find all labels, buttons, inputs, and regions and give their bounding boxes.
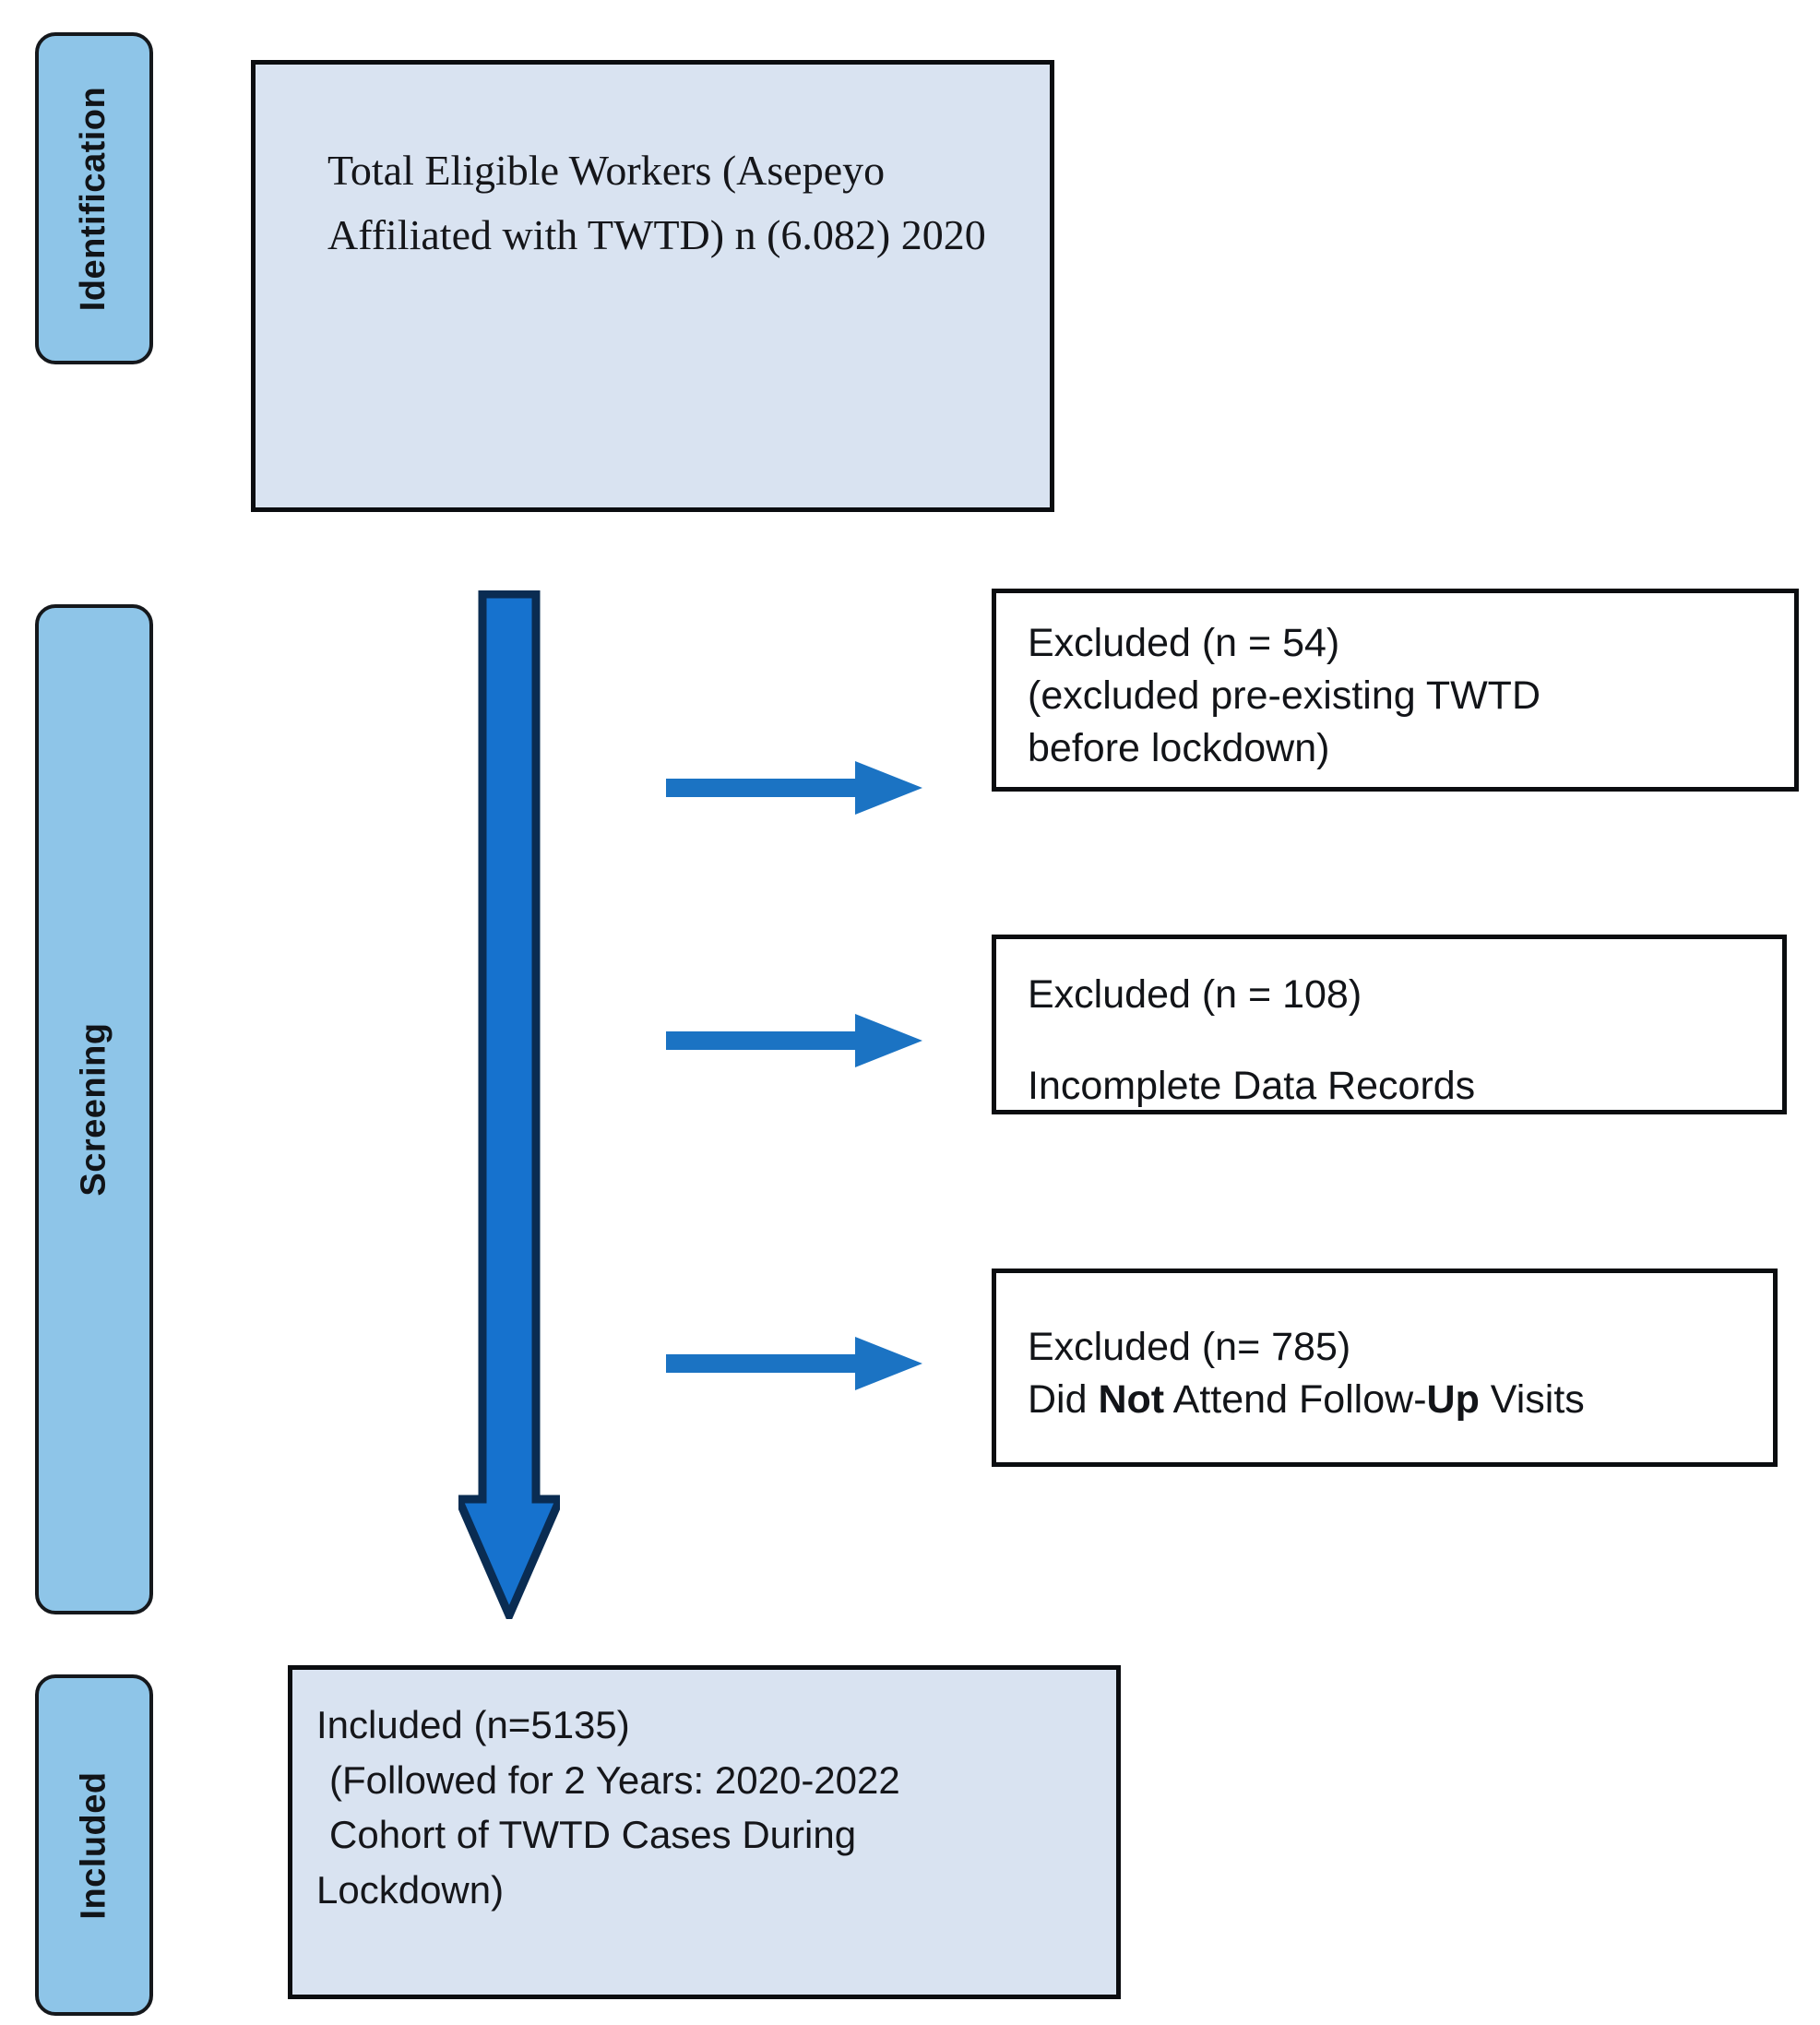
excluded-3-line-2-part-d: Up xyxy=(1426,1377,1480,1423)
stage-bar-identification: Identification xyxy=(35,32,153,364)
stage-bar-screening: Screening xyxy=(35,604,153,1614)
included-line-3: Cohort of TWTD Cases During xyxy=(329,1813,857,1857)
stage-label-identification: Identification xyxy=(74,86,113,311)
excluded-3-line-2-part-e: Visits xyxy=(1479,1377,1585,1423)
excluded-box-no-followup: Excluded (n= 785) Did Not Attend Follow-… xyxy=(992,1269,1778,1467)
stage-bar-included: Included xyxy=(35,1674,153,2016)
excluded-3-line-1: Excluded (n= 785) xyxy=(1028,1325,1351,1369)
included-cohort-text: Included (n=5135) (Followed for 2 Years:… xyxy=(316,1697,1103,1918)
total-eligible-workers-text: Total Eligible Workers (Asepeyo Affiliat… xyxy=(327,147,986,258)
excluded-1-line-1: Excluded (n = 54) xyxy=(1028,621,1340,665)
excluded-box-no-followup-text: Excluded (n= 785) Did Not Attend Follow-… xyxy=(1028,1321,1758,1426)
excluded-3-line-2: Did Not Attend Follow-Up Visits xyxy=(1028,1374,1758,1426)
main-flow-down-arrow-icon xyxy=(452,590,566,1626)
excluded-1-line-3: before lockdown) xyxy=(1028,726,1330,771)
stage-label-screening: Screening xyxy=(74,1022,113,1197)
stage-label-included: Included xyxy=(74,1770,113,1920)
exclusion-arrow-3-icon xyxy=(666,1330,924,1397)
excluded-box-pre-existing: Excluded (n = 54) (excluded pre-existing… xyxy=(992,589,1799,792)
excluded-3-line-2-part-b: Not xyxy=(1098,1377,1165,1423)
total-eligible-workers-box: Total Eligible Workers (Asepeyo Affiliat… xyxy=(251,60,1054,512)
included-line-2: (Followed for 2 Years: 2020-2022 xyxy=(329,1757,900,1802)
exclusion-arrow-1-icon xyxy=(666,755,924,821)
exclusion-arrow-2-icon xyxy=(666,1007,924,1074)
excluded-box-incomplete-data: Excluded (n = 108) Incomplete Data Recor… xyxy=(992,935,1787,1114)
excluded-box-incomplete-data-text: Excluded (n = 108) Incomplete Data Recor… xyxy=(1028,969,1767,1113)
excluded-3-line-2-part-c: Attend Follow- xyxy=(1164,1377,1427,1423)
included-cohort-box: Included (n=5135) (Followed for 2 Years:… xyxy=(288,1665,1121,1999)
excluded-3-line-2-part-a: Did xyxy=(1028,1377,1099,1423)
excluded-1-line-2: (excluded pre-existing TWTD xyxy=(1028,673,1540,719)
excluded-box-pre-existing-text: Excluded (n = 54) (excluded pre-existing… xyxy=(1028,617,1779,776)
included-line-1: Included (n=5135) xyxy=(316,1703,630,1746)
included-line-4: Lockdown) xyxy=(316,1867,505,1912)
excluded-2-line-1: Excluded (n = 108) xyxy=(1028,972,1362,1017)
excluded-2-line-2: Incomplete Data Records xyxy=(1028,1064,1476,1109)
